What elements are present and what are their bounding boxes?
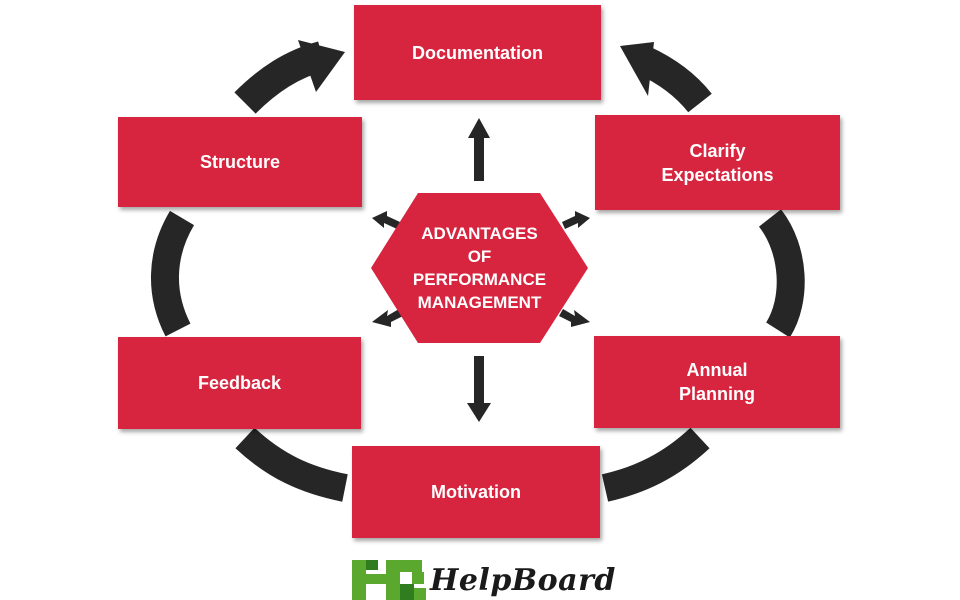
ring-arc-left — [151, 210, 195, 337]
ring-arrowhead-top-right — [620, 42, 654, 96]
box-documentation: Documentation — [354, 5, 601, 100]
hr-logo-icon — [352, 560, 426, 600]
center-hexagon — [371, 193, 588, 343]
box-annual-planning: Annual Planning — [594, 336, 840, 428]
box-clarify-expectations: Clarify Expectations — [595, 115, 840, 210]
center-title: ADVANTAGES OF PERFORMANCE MANAGEMENT — [412, 224, 547, 312]
ring-arc-bottom-right — [601, 427, 710, 502]
box-feedback: Feedback — [118, 337, 361, 429]
ring-arc-right — [758, 209, 805, 338]
box-structure: Structure — [118, 117, 362, 207]
center-arrows — [372, 118, 590, 422]
ring-arrowhead-top-left — [298, 40, 345, 92]
ring-arc-top-right — [636, 46, 712, 113]
logo-text: HelpBoard — [430, 563, 616, 598]
ring-arc-bottom-left — [235, 427, 348, 502]
box-motivation: Motivation — [352, 446, 600, 538]
